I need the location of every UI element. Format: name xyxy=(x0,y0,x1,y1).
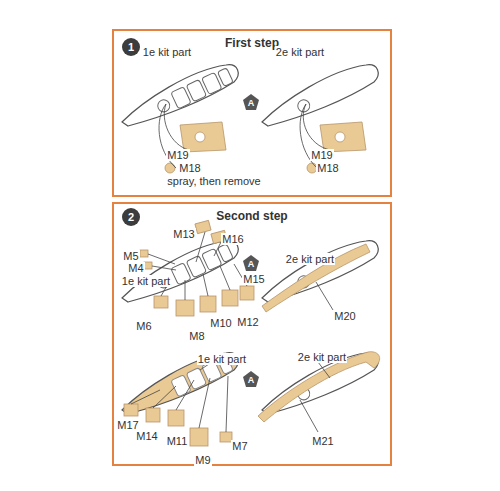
step-number: 2 xyxy=(122,208,140,226)
mask-number: M7 xyxy=(231,440,248,452)
mask-number: M19 xyxy=(166,149,189,161)
mask-number: M4 xyxy=(127,262,144,274)
version-badge: A xyxy=(242,254,260,272)
step-number-text: 2 xyxy=(128,211,134,223)
mask-number: M14 xyxy=(135,430,158,442)
part-label: 1e kit part xyxy=(142,46,192,58)
mask-number: M8 xyxy=(188,330,205,342)
badge-letter: A xyxy=(248,259,255,269)
part-label: 2e kit part xyxy=(275,46,325,58)
mask-number: M21 xyxy=(311,435,334,447)
mask-number: M9 xyxy=(194,454,211,466)
badge-letter: A xyxy=(248,98,255,108)
step-heading: Second step xyxy=(114,209,390,223)
part-label: spray, then remove xyxy=(166,175,261,187)
part-label: 1e kit part xyxy=(121,275,171,287)
version-badge: A xyxy=(242,370,260,388)
mask-number: M20 xyxy=(333,310,356,322)
mask-number: M6 xyxy=(135,320,152,332)
mask-number: M13 xyxy=(172,228,195,240)
mask-number: M15 xyxy=(242,273,265,285)
mask-number: M10 xyxy=(209,317,232,329)
step-number-text: 1 xyxy=(128,41,134,53)
mask-number: M11 xyxy=(166,435,189,447)
mask-number: M19 xyxy=(310,149,333,161)
part-label: 1e kit part xyxy=(197,353,247,365)
step-panel: Second step2A A xyxy=(112,202,392,466)
mask-number: M16 xyxy=(221,233,244,245)
badge-letter: A xyxy=(248,375,255,385)
mask-number: M18 xyxy=(178,162,201,174)
part-label: 2e kit part xyxy=(285,253,335,265)
mask-number: M12 xyxy=(236,316,259,328)
version-badge: A xyxy=(242,93,260,111)
step-number: 1 xyxy=(122,38,140,56)
mask-number: M5 xyxy=(122,250,139,262)
part-label: 2e kit part xyxy=(297,351,347,363)
mask-number: M18 xyxy=(316,162,339,174)
